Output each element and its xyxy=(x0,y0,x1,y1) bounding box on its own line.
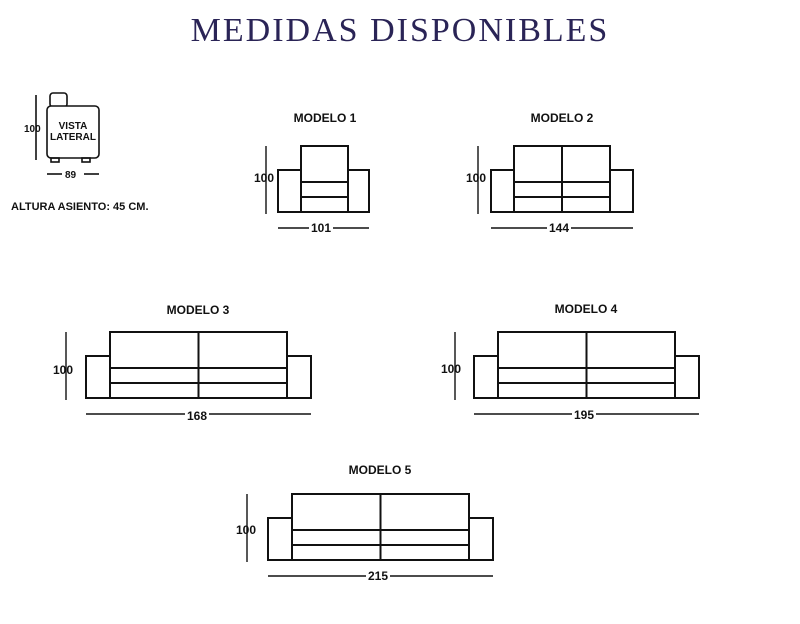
model-1-width: 101 xyxy=(309,221,334,235)
model-4-sofa xyxy=(473,331,700,399)
model-3-dimension-lines xyxy=(65,332,311,415)
model-2-height: 100 xyxy=(466,171,487,185)
model-3-height: 100 xyxy=(53,363,74,377)
model-3-title: MODELO 3 xyxy=(166,303,230,317)
model-2-title: MODELO 2 xyxy=(530,111,594,125)
model-4-dimension-lines xyxy=(454,332,699,415)
side-view-label: VISTA LATERAL xyxy=(47,121,99,143)
model-5-title: MODELO 5 xyxy=(348,463,412,477)
model-4-width: 195 xyxy=(572,408,597,422)
model-1-sofa xyxy=(277,145,370,213)
model-2-width: 144 xyxy=(547,221,572,235)
model-2-sofa xyxy=(490,145,634,213)
side-view-sofa xyxy=(35,92,100,175)
side-view-label-line1: VISTA xyxy=(58,121,88,132)
model-2-arm-right xyxy=(609,169,634,213)
model-1-body xyxy=(300,145,349,213)
side-view-label-line2: LATERAL xyxy=(50,132,96,143)
model-4-title: MODELO 4 xyxy=(554,302,618,316)
model-5-width: 215 xyxy=(366,569,391,583)
model-3-arm-left xyxy=(85,355,111,399)
model-5-arm-left xyxy=(267,517,293,561)
model-1-height: 100 xyxy=(254,171,275,185)
model-3-width: 168 xyxy=(185,409,210,423)
model-1-arm-left xyxy=(277,169,302,213)
model-4-height: 100 xyxy=(441,362,462,376)
model-4-arm-right xyxy=(674,355,700,399)
model-2-arm-left xyxy=(490,169,515,213)
model-1-arm-right xyxy=(347,169,370,213)
seat-height-note: ALTURA ASIENTO: 45 CM. xyxy=(11,201,149,213)
model-3-arm-right xyxy=(286,355,312,399)
model-3-sofa xyxy=(85,331,312,399)
model-5-sofa xyxy=(267,493,494,561)
model-5-arm-right xyxy=(468,517,494,561)
model-1-dimension-lines xyxy=(265,146,369,229)
model-5-dimension-lines xyxy=(246,494,493,577)
model-1-title: MODELO 1 xyxy=(293,111,357,125)
side-view-depth: 89 xyxy=(65,170,77,181)
model-5-height: 100 xyxy=(236,523,257,537)
side-view-height: 100 xyxy=(24,124,41,135)
page-title: MEDIDAS DISPONIBLES xyxy=(190,12,610,49)
model-4-arm-left xyxy=(473,355,499,399)
